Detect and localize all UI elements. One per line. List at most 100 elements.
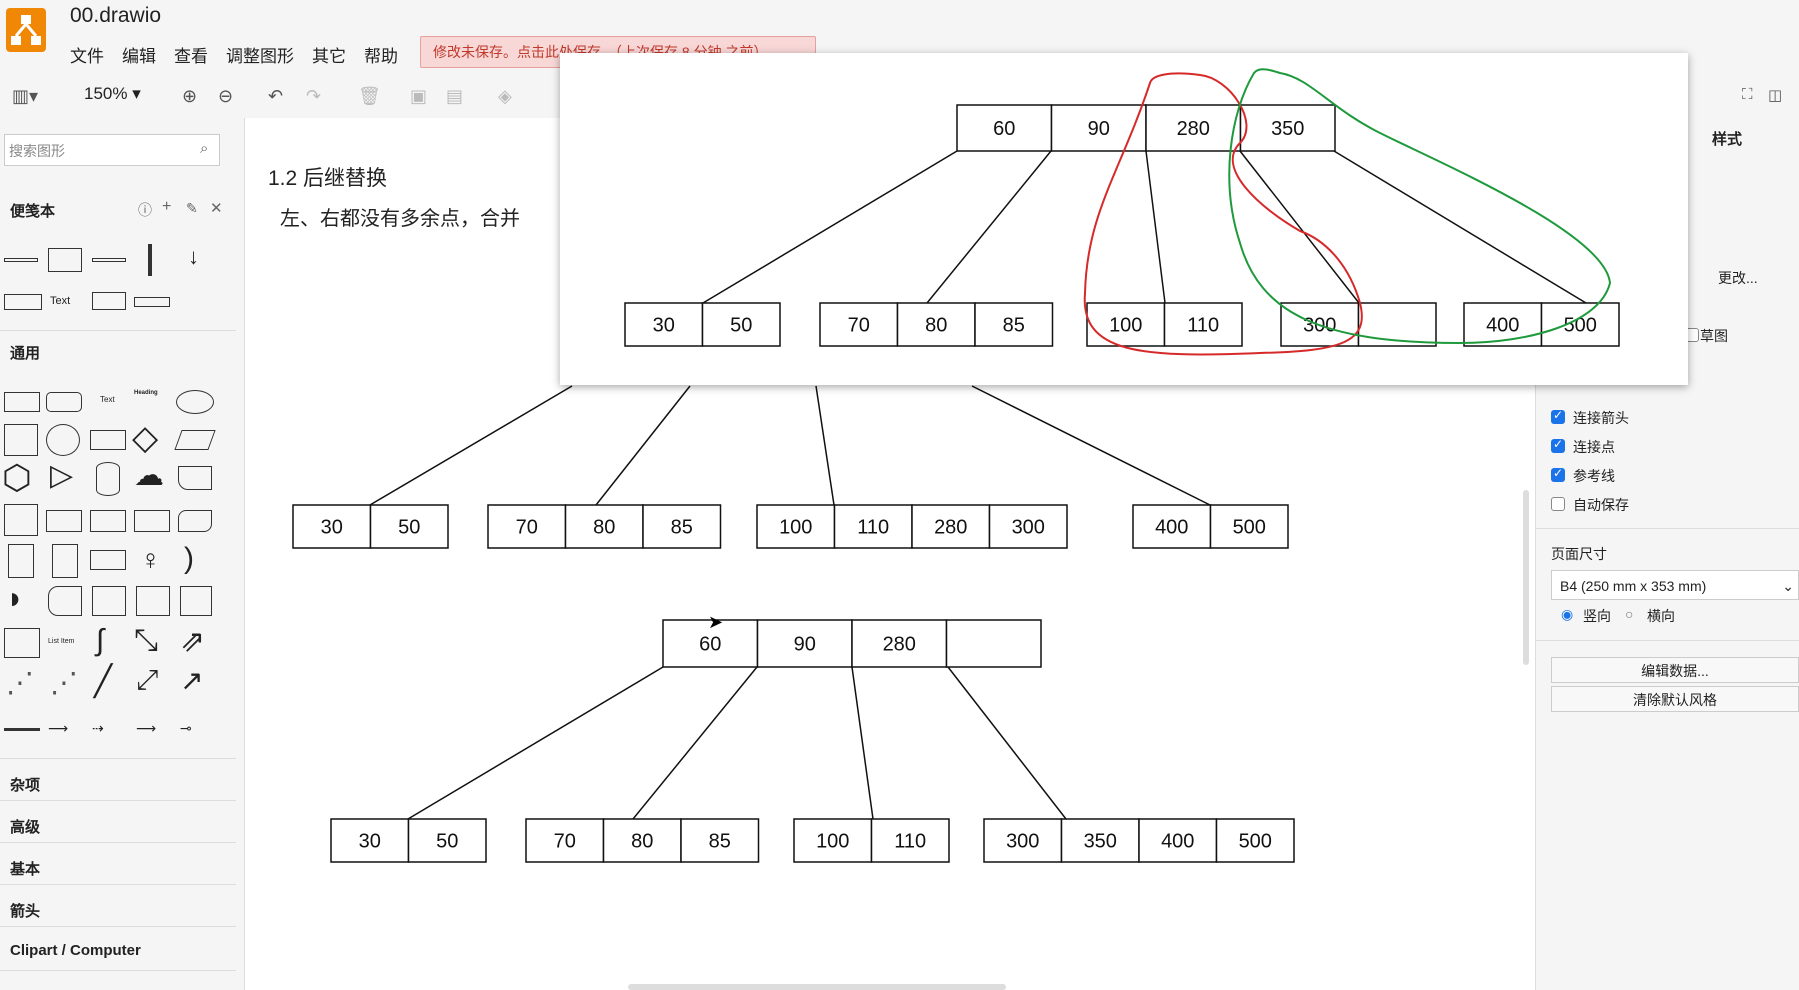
zoom-in-icon[interactable]: ⊕ [182, 86, 198, 106]
horizontal-scrollbar[interactable] [628, 984, 1006, 990]
undo-icon[interactable]: ↶ [268, 86, 284, 106]
shape-connector-arrow[interactable]: ⟶ [48, 720, 69, 736]
shape-or[interactable]: ) [184, 542, 194, 575]
shape-swimlane[interactable] [180, 586, 212, 616]
shape-hexagon[interactable]: ⬡ [2, 459, 32, 497]
to-front-icon[interactable]: ▣ [410, 86, 428, 106]
overlay-leaf-cell[interactable] [1540, 302, 1620, 347]
shape-cube[interactable] [46, 510, 82, 532]
middle-tree-node-cell[interactable] [292, 504, 372, 549]
shape-document[interactable] [178, 466, 212, 490]
shape-rectangle-small[interactable] [4, 294, 42, 310]
edit-data-button[interactable]: 编辑数据... [1551, 657, 1799, 683]
bottom-tree-root-cell[interactable] [662, 619, 759, 668]
middle-tree-node-cell[interactable] [756, 504, 836, 549]
shape-bidirectional-arrow[interactable]: ⤡ [134, 624, 158, 657]
bottom-tree-leaf-cell[interactable] [525, 818, 605, 863]
section-basic[interactable]: 基本 [10, 861, 41, 878]
bottom-tree-leaf-cell[interactable] [793, 818, 873, 863]
redo-icon[interactable]: ↷ [306, 86, 322, 106]
section-advanced[interactable]: 高级 [10, 819, 41, 836]
shape-note[interactable] [8, 544, 34, 578]
shape-container[interactable] [136, 586, 170, 616]
bottom-tree-leaf-cell[interactable] [983, 818, 1063, 863]
vertical-scrollbar[interactable] [1523, 490, 1529, 665]
section-misc[interactable]: 杂项 [10, 777, 41, 794]
fill-color-icon[interactable]: ◈ [498, 86, 512, 106]
format-panel-toggle-icon[interactable]: ▥▾ [12, 86, 39, 106]
menu-file[interactable]: 文件 [70, 47, 104, 66]
shape-table[interactable] [48, 248, 82, 272]
delete-icon[interactable]: 🗑 [358, 86, 381, 106]
overlay-leaf-cell[interactable] [974, 302, 1054, 347]
shape-ellipse[interactable] [176, 390, 214, 414]
section-general[interactable]: 通用 [10, 345, 41, 362]
tab-style[interactable]: 样式 [1712, 131, 1743, 148]
section-arrows[interactable]: 箭头 [10, 903, 41, 920]
middle-tree-node-cell[interactable] [833, 504, 913, 549]
shape-triangle[interactable]: ▷ [50, 459, 74, 492]
shape-dashed-line[interactable] [4, 258, 38, 262]
landscape-radio[interactable]: ○ [1625, 606, 1634, 622]
shape-diagonal-bidirectional[interactable]: ⤢ [136, 664, 159, 695]
connection-points-checkbox[interactable] [1551, 437, 1565, 453]
bottom-tree-leaf-cell[interactable] [330, 818, 410, 863]
shape-callout[interactable] [90, 550, 126, 570]
search-icon[interactable]: ⌕ [200, 140, 209, 157]
shape-diamond[interactable]: ◇ [132, 419, 159, 457]
shape-arrow[interactable]: ⇗ [180, 625, 206, 658]
shape-rectangle[interactable] [4, 392, 40, 412]
bottom-tree-root-cell[interactable] [756, 619, 853, 668]
shape-dashed-diagonal[interactable]: ⋰ [6, 667, 34, 698]
overlay-leaf-cell[interactable] [896, 302, 976, 347]
overlay-root-cell[interactable] [956, 104, 1053, 152]
menu-help[interactable]: 帮助 [364, 47, 398, 66]
shape-data-storage[interactable] [48, 586, 82, 616]
bottom-tree-leaf-cell[interactable] [1138, 818, 1218, 863]
overlay-leaf-cell[interactable] [1357, 302, 1437, 347]
shape-search-input[interactable]: 搜索图形 [4, 134, 220, 166]
zoom-out-icon[interactable]: ⊖ [218, 86, 234, 106]
overlay-leaf-cell[interactable] [1163, 302, 1243, 347]
change-button[interactable]: 更改... [1718, 270, 1758, 286]
shape-card[interactable] [52, 544, 78, 578]
section-clipart-computer[interactable]: Clipart / Computer [10, 942, 141, 959]
middle-tree-node-cell[interactable] [988, 504, 1068, 549]
bottom-tree-leaf-cell[interactable] [1215, 818, 1295, 863]
shape-text[interactable]: Text [50, 295, 71, 307]
autosave-checkbox[interactable] [1551, 497, 1565, 511]
bottom-tree-root-cell[interactable] [851, 619, 948, 668]
shape-diagonal-arrow[interactable]: ↗ [180, 665, 204, 696]
bottom-tree-leaf-cell[interactable] [870, 818, 950, 863]
shape-dashed-arrow[interactable]: ⇢ [92, 720, 104, 736]
menu-view[interactable]: 查看 [174, 47, 208, 66]
shape-cloud[interactable]: ☁ [134, 459, 164, 492]
document-title[interactable]: 00.drawio [70, 4, 162, 27]
help-icon[interactable]: ⓘ [138, 202, 152, 218]
shape-split-rect[interactable] [134, 297, 170, 307]
shape-line[interactable] [92, 258, 126, 262]
overlay-leaf-cell[interactable] [819, 302, 899, 347]
shape-process[interactable] [90, 430, 126, 450]
shape-list[interactable] [4, 628, 40, 658]
shape-tape[interactable] [178, 510, 212, 532]
shape-dotted-diagonal[interactable]: ⋰ [50, 667, 78, 698]
menu-extras[interactable]: 其它 [312, 47, 346, 66]
menu-edit[interactable]: 编辑 [122, 47, 156, 66]
middle-tree-node-cell[interactable] [369, 504, 449, 549]
portrait-radio[interactable]: ◉ [1561, 606, 1574, 622]
shape-rectangle[interactable] [92, 292, 126, 310]
shape-delay[interactable]: ◗ [6, 582, 25, 615]
shape-heading[interactable]: Heading [134, 390, 158, 396]
shape-curve[interactable]: ∫ [96, 624, 105, 657]
middle-tree-node-cell[interactable] [564, 504, 644, 549]
menu-arrange[interactable]: 调整图形 [226, 47, 294, 66]
connection-arrows-checkbox[interactable] [1551, 408, 1565, 424]
guides-checkbox[interactable] [1551, 466, 1565, 482]
overlay-root-cell[interactable] [1239, 104, 1336, 152]
shape-link-arrow[interactable]: ⟶ [136, 720, 157, 736]
shape-internal-storage[interactable] [4, 504, 38, 536]
shape-list-item[interactable]: List Item [48, 638, 75, 645]
shape-step[interactable] [90, 510, 126, 532]
overlay-leaf-cell[interactable] [1463, 302, 1543, 347]
